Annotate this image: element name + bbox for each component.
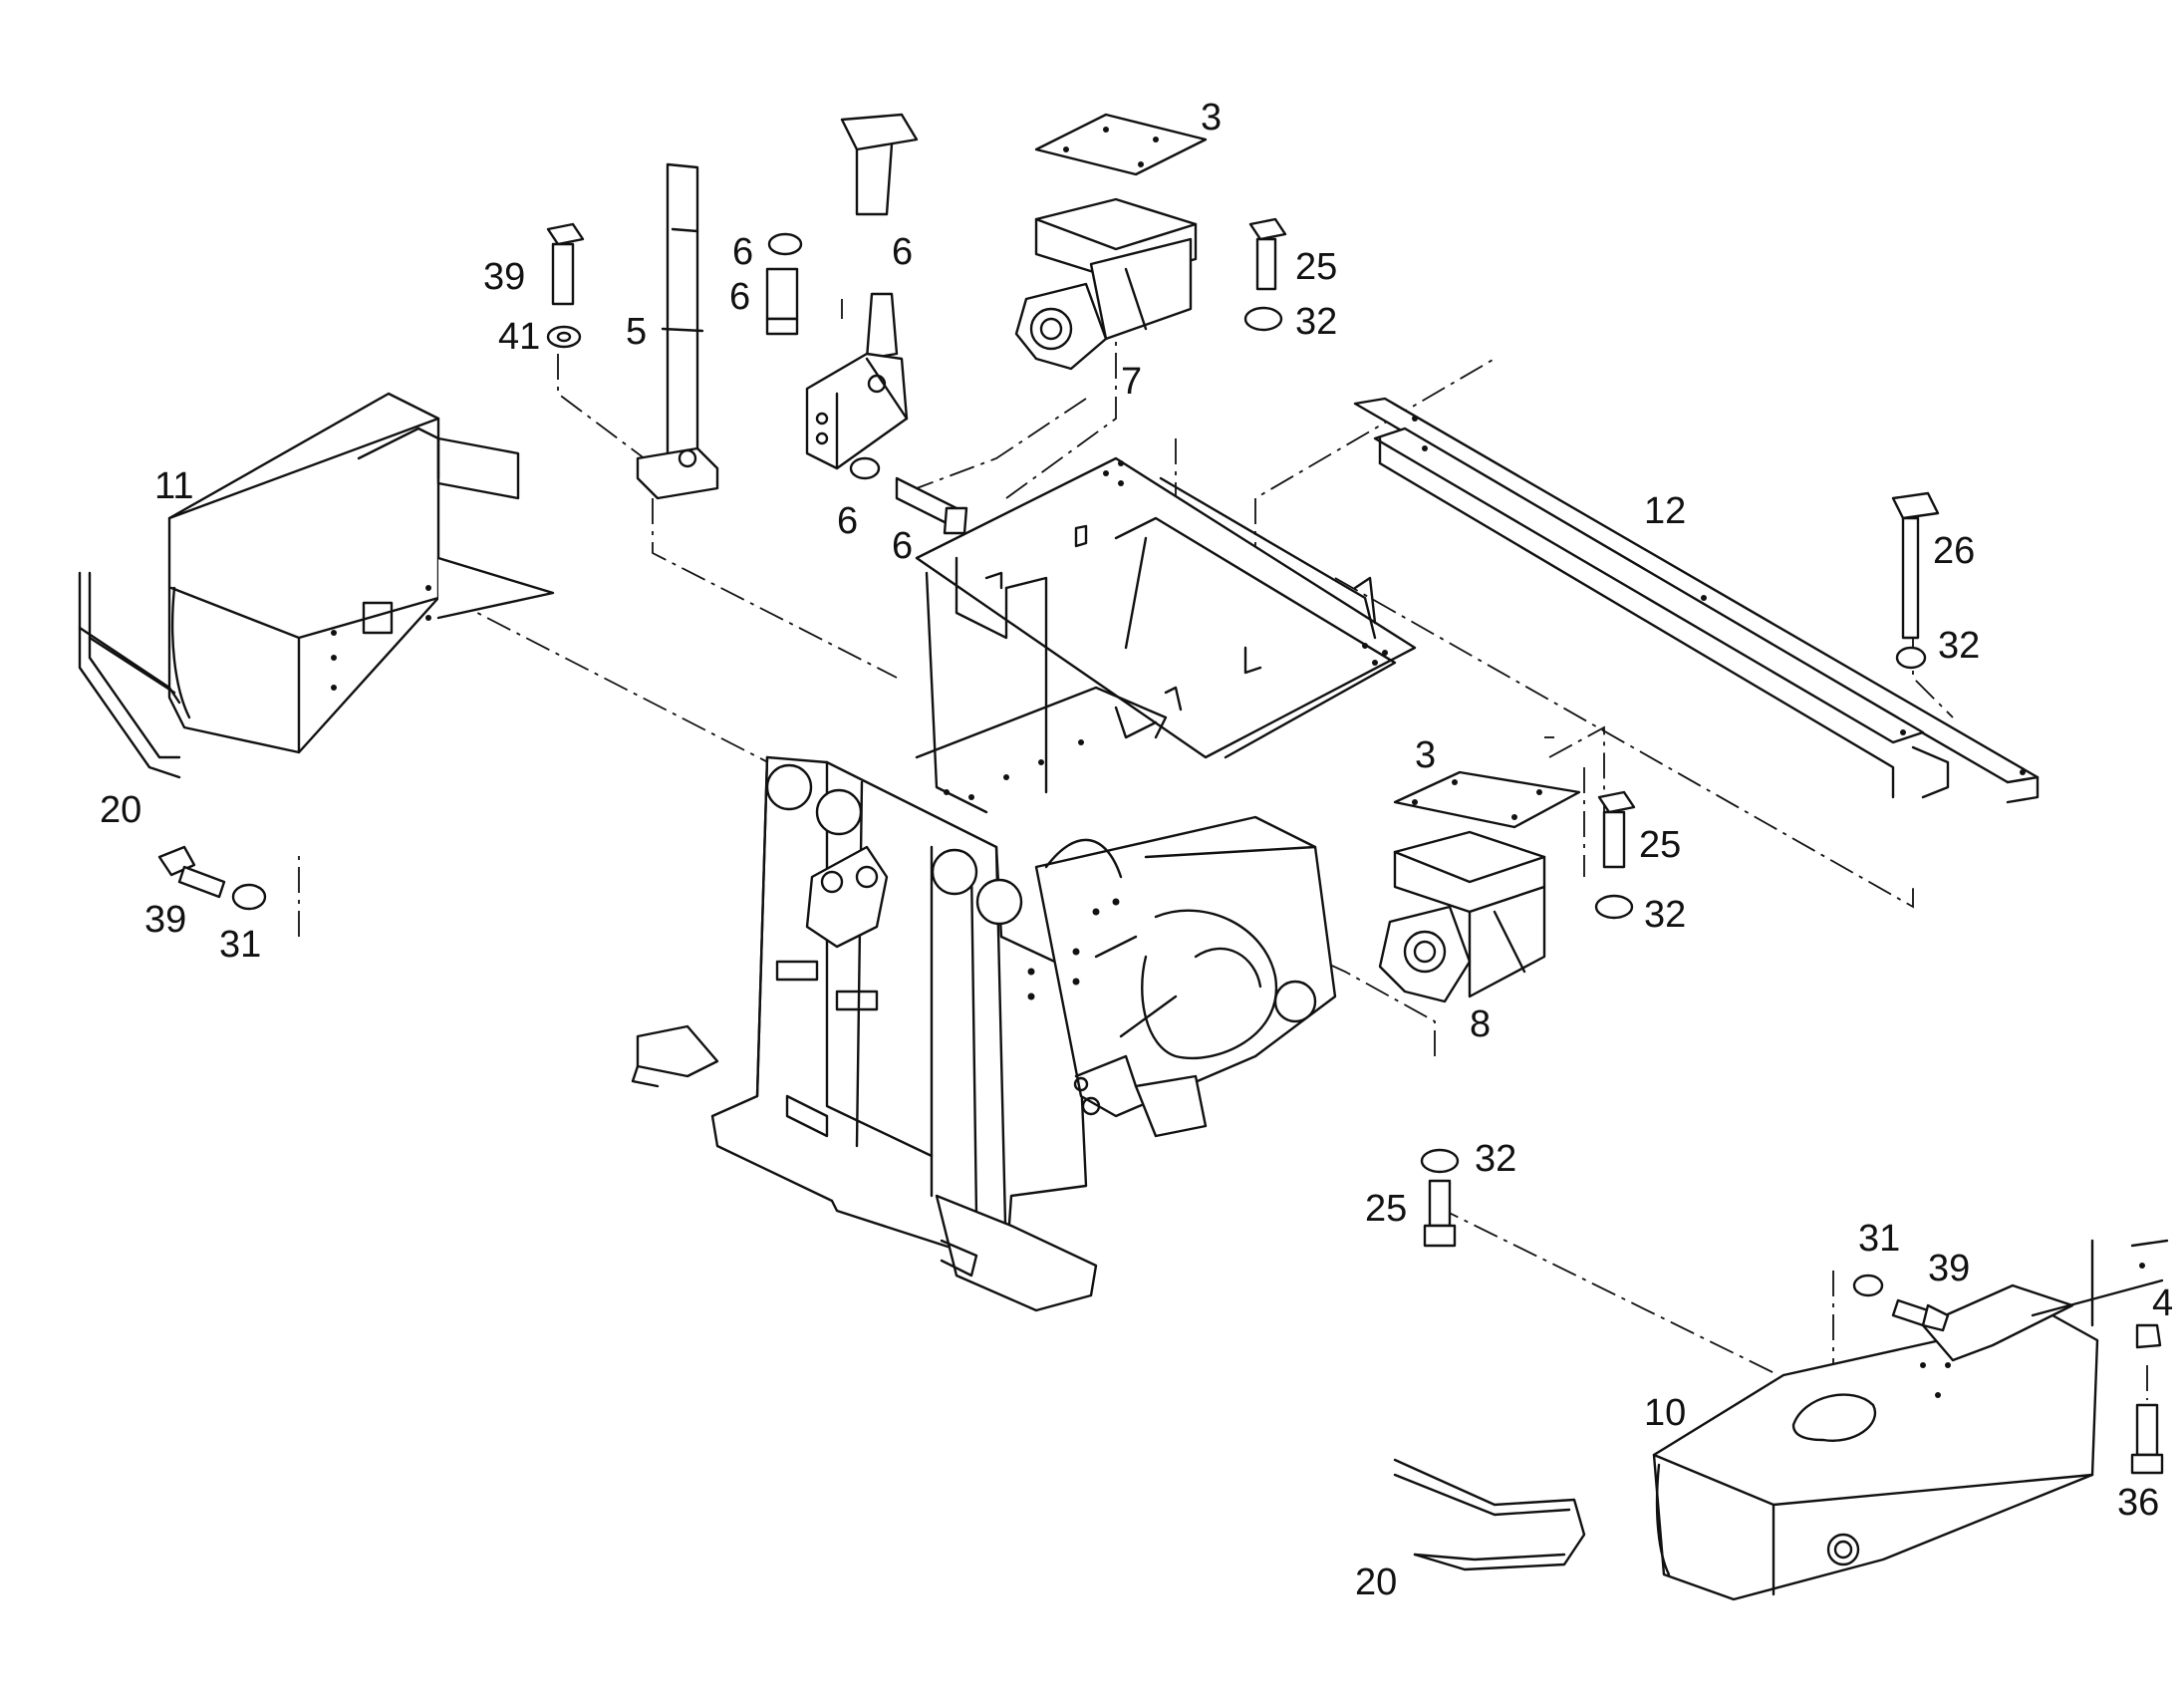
callout-25-top: 25 — [1295, 246, 1337, 288]
right-housing-10 — [1652, 1239, 2169, 1601]
callout-6-post: 6 — [892, 231, 913, 273]
left-cover-box — [167, 392, 555, 754]
callout-3-lower: 3 — [1415, 734, 1436, 776]
callout-26: 26 — [1933, 530, 1975, 572]
callouts: 3 6 6 39 25 6 41 5 32 7 11 12 6 26 6 32 … — [100, 97, 2173, 1603]
callout-39-left: 39 — [144, 899, 186, 941]
column-5 — [636, 162, 719, 500]
callout-25-bottom: 25 — [1365, 1188, 1407, 1230]
callout-8: 8 — [1470, 1003, 1491, 1045]
fasteners — [157, 217, 2164, 1475]
callout-32-rail: 32 — [1938, 625, 1980, 667]
callout-7: 7 — [1121, 361, 1142, 403]
callout-10: 10 — [1644, 1392, 1686, 1434]
rail-12 — [1353, 397, 2040, 804]
callout-32-top: 32 — [1295, 301, 1337, 343]
callout-20-right: 20 — [1355, 1562, 1397, 1603]
callout-31-right: 31 — [1858, 1218, 1900, 1260]
upper-frame — [915, 456, 1417, 814]
callout-6-bolt: 6 — [729, 276, 750, 318]
callout-25-right: 25 — [1639, 824, 1681, 866]
callout-39-right: 39 — [1928, 1248, 1970, 1289]
callout-5: 5 — [626, 311, 647, 353]
callout-32-right: 32 — [1644, 894, 1686, 936]
right-bracket-20 — [1393, 1458, 1586, 1571]
mount-7 — [1014, 197, 1198, 371]
plate-3-lower — [1393, 770, 1581, 829]
callout-20-left: 20 — [100, 789, 141, 831]
callout-39-top: 39 — [483, 256, 525, 298]
main-frame — [631, 755, 1337, 1312]
callout-36: 36 — [2117, 1482, 2159, 1524]
callout-12: 12 — [1644, 490, 1686, 532]
callout-6-washer: 6 — [732, 231, 753, 273]
callout-31-left: 31 — [219, 924, 261, 966]
callout-6-bolt-low: 6 — [892, 525, 913, 567]
left-bracket-20 — [78, 571, 181, 779]
plate-3-upper — [1034, 113, 1208, 176]
callout-41: 41 — [498, 316, 540, 358]
callout-11: 11 — [154, 465, 193, 507]
callout-3-upper: 3 — [1201, 97, 1222, 139]
mount-8 — [1378, 830, 1546, 1003]
callout-6-washer-low: 6 — [837, 500, 858, 542]
callout-4: 4 — [2152, 1282, 2173, 1324]
support-post-6 — [805, 113, 919, 470]
callout-32-bottom: 32 — [1475, 1138, 1516, 1180]
